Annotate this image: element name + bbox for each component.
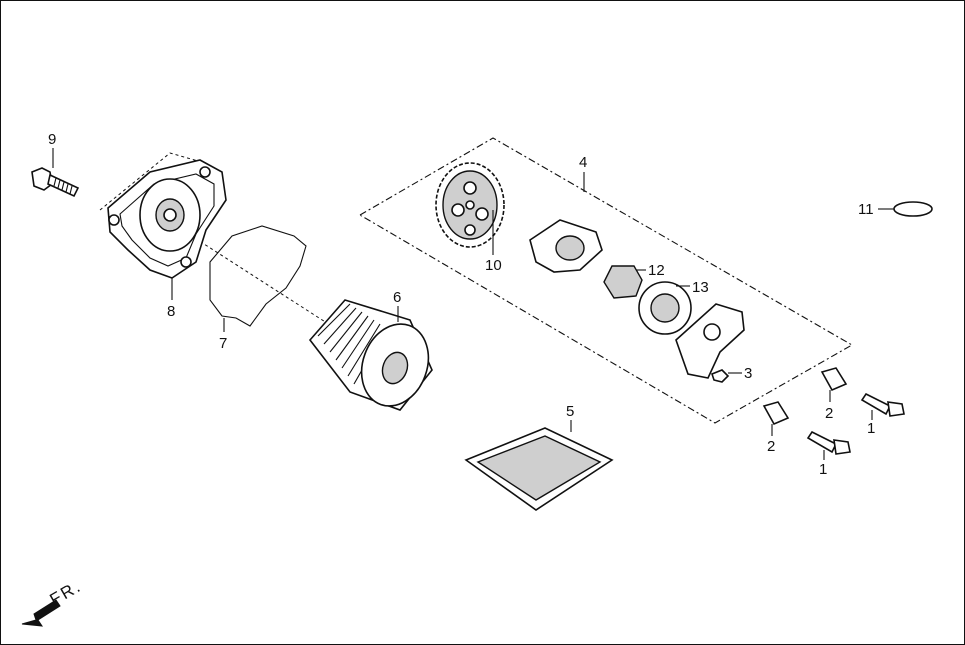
alignment-line-filter: [189, 234, 331, 326]
front-direction-arrow-icon: [21, 599, 61, 627]
callout-13: 13: [692, 279, 709, 296]
callout-1a: 1: [867, 420, 875, 437]
gasket-part: [209, 225, 307, 327]
callout-1b: 1: [819, 461, 827, 478]
alignment-line-cover: [99, 152, 206, 211]
callout-4: 4: [579, 154, 587, 171]
dowel-pin-part: [762, 367, 848, 426]
callout-10: 10: [485, 257, 502, 274]
pump-cover-part: [107, 159, 227, 279]
pump-plate-part: [675, 303, 745, 379]
callout-11: 11: [858, 201, 874, 218]
pump-body-part: [529, 219, 603, 273]
oil-filter-part: [308, 299, 433, 411]
front-direction-label: FR.: [47, 576, 85, 609]
inner-rotor-part: [603, 265, 643, 299]
flange-bolt-part: [31, 167, 80, 198]
callout-2a: 2: [825, 405, 833, 422]
bolt-part: [806, 392, 905, 455]
callout-8: 8: [167, 303, 175, 320]
o-ring-part: [893, 201, 933, 217]
callout-7: 7: [219, 335, 227, 352]
callout-2b: 2: [767, 438, 775, 455]
oil-strainer-part: [464, 427, 614, 511]
callout-6: 6: [393, 289, 401, 306]
driven-gear-part: [435, 162, 505, 248]
small-screw-part: [711, 369, 730, 383]
callout-5: 5: [566, 403, 574, 420]
callout-9: 9: [48, 131, 56, 148]
callout-3: 3: [744, 365, 752, 382]
callout-12: 12: [648, 262, 665, 279]
outer-rotor-part: [638, 281, 692, 335]
